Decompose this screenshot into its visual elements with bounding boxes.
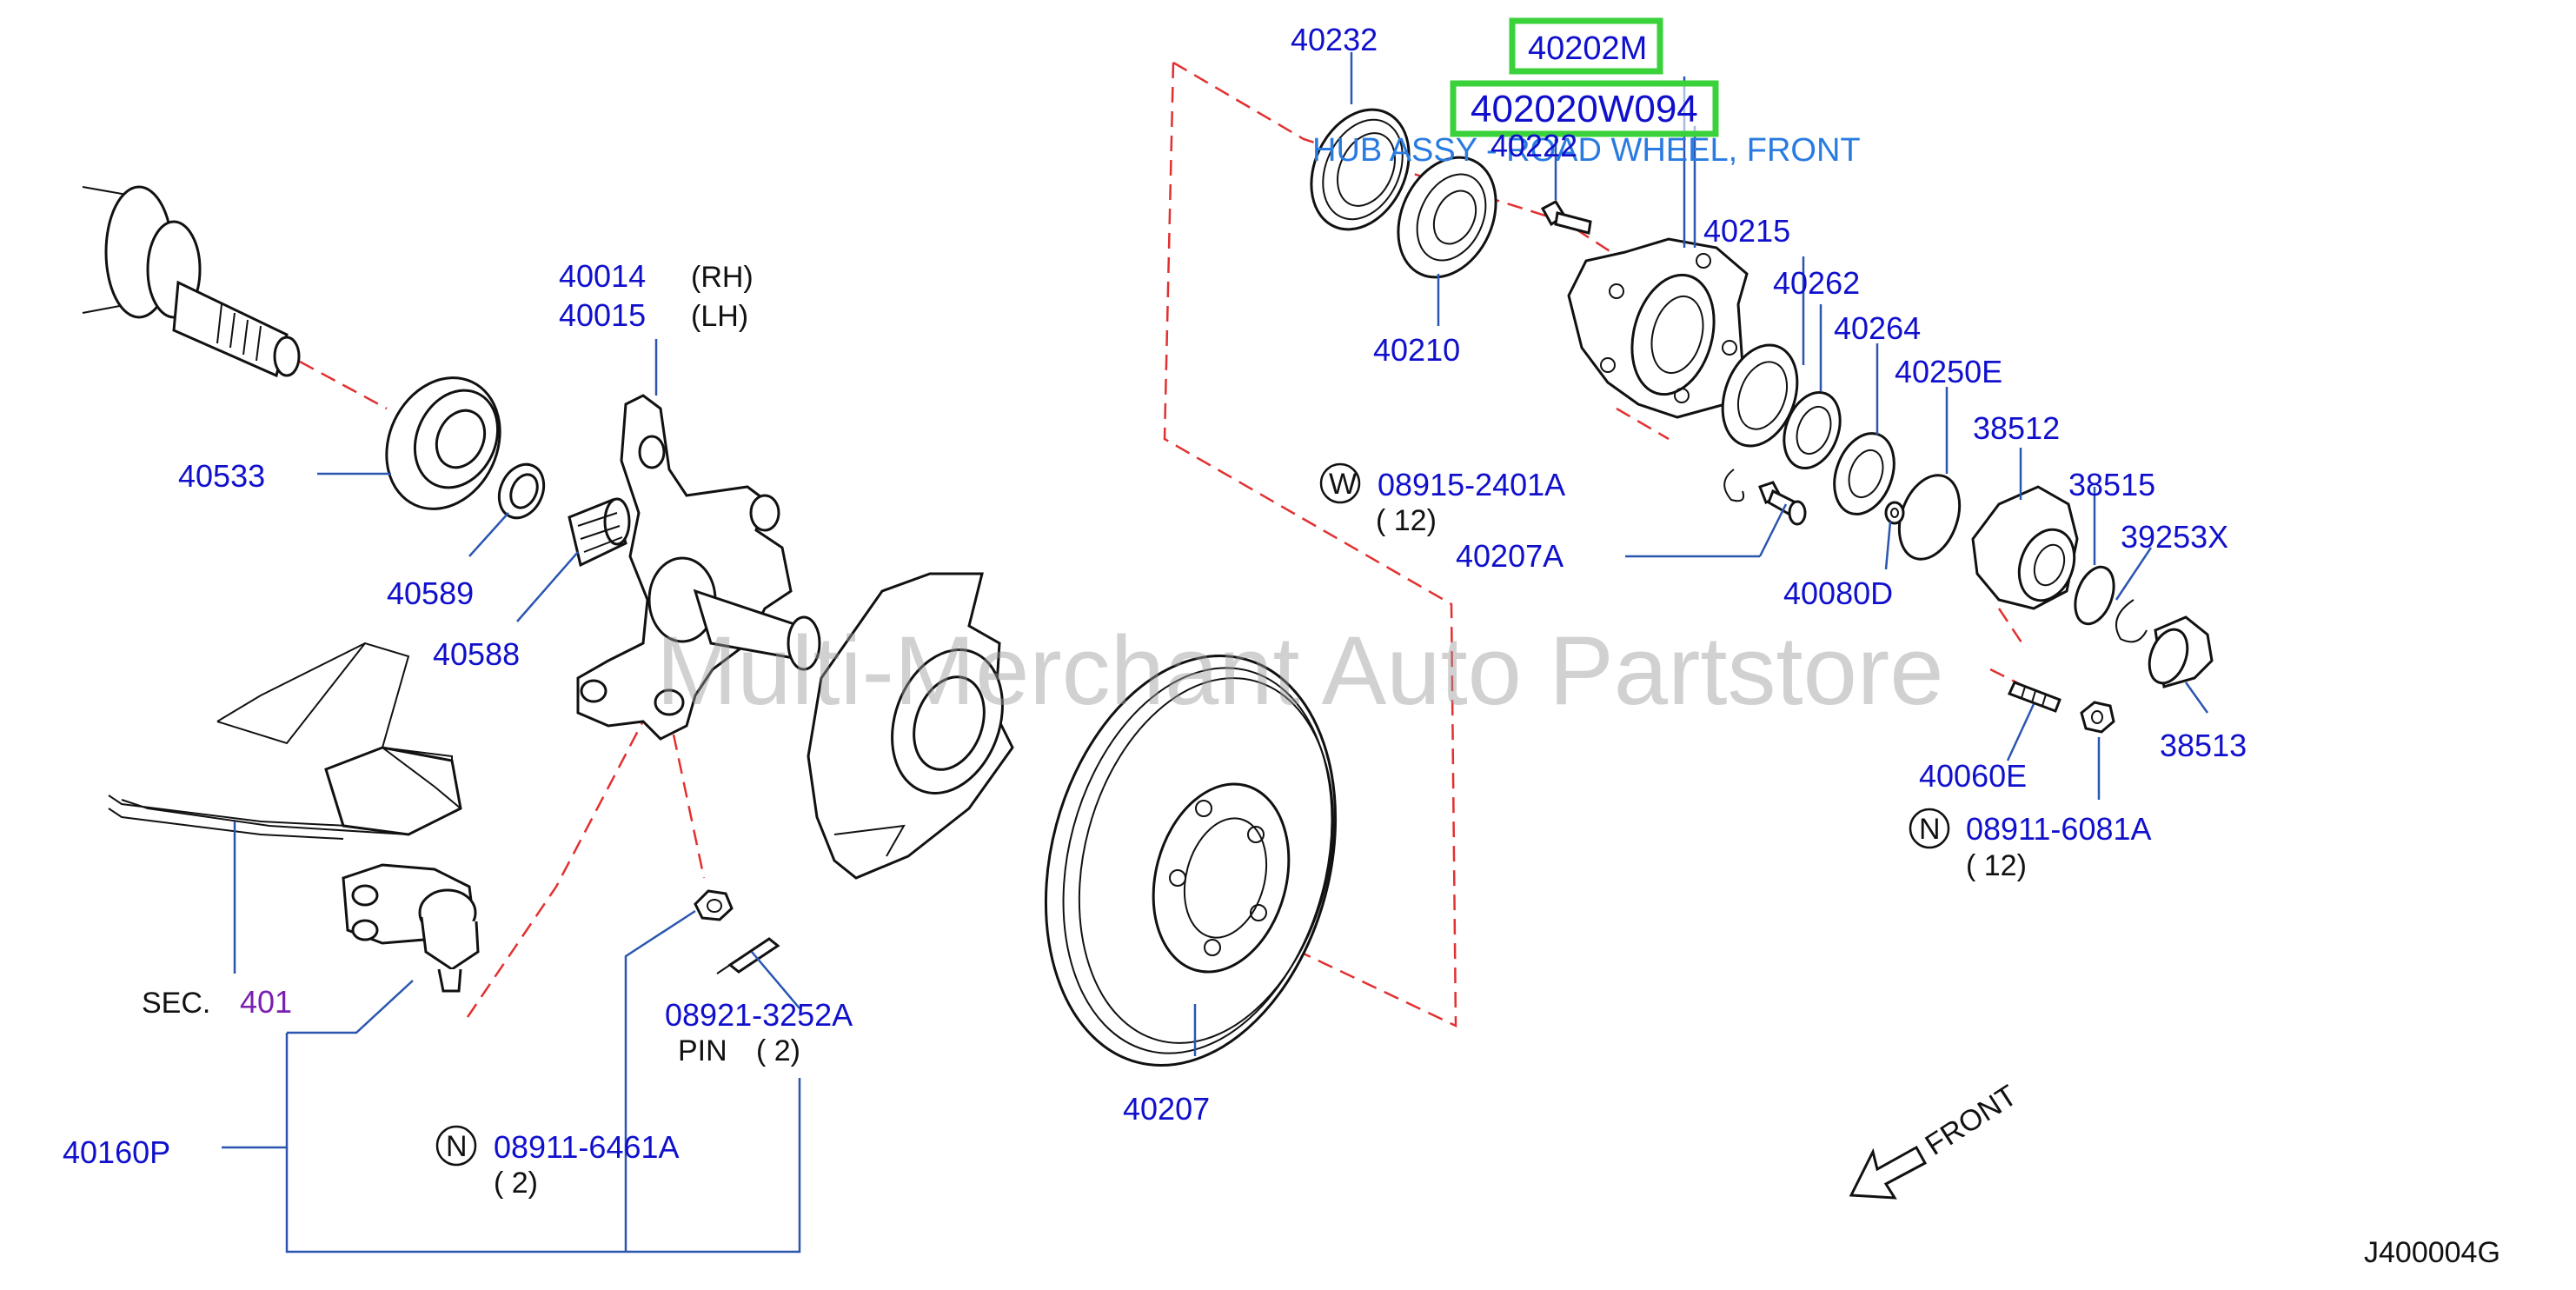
lower-arm — [108, 642, 462, 840]
drive-shaft — [82, 185, 301, 378]
pin-label: PIN — [678, 1034, 727, 1067]
steering-knuckle — [576, 394, 821, 741]
hub-bolt-40222 — [1540, 200, 1592, 235]
part-number-38515[interactable]: 38515 — [2068, 467, 2155, 502]
lh-label: (LH) — [691, 300, 748, 333]
part-number-39253x[interactable]: 39253X — [2121, 519, 2228, 555]
part-number-40222[interactable]: 40222 — [1490, 128, 1577, 163]
n-circle-icon: N — [1909, 808, 1950, 849]
part-number-402020w094[interactable]: 402020W094 — [1471, 88, 1698, 130]
part-number-40588[interactable]: 40588 — [433, 636, 520, 672]
part-number-40207[interactable]: 40207 — [1123, 1091, 1210, 1127]
svg-text:N: N — [446, 1130, 468, 1163]
part-number-40202m[interactable]: 40202M — [1528, 30, 1647, 67]
part-number-40250e[interactable]: 40250E — [1895, 354, 2002, 389]
quantity-2-b: ( 2) — [494, 1167, 538, 1200]
part-number-40060e[interactable]: 40060E — [1919, 758, 2027, 794]
n-circle-icon: N — [435, 1125, 477, 1167]
lock-washer-40264 — [1833, 432, 1895, 515]
svg-text:W: W — [1329, 468, 1357, 501]
washer-40262 — [1783, 390, 1842, 470]
quantity-12-a: ( 12) — [1376, 504, 1437, 537]
part-number-38513[interactable]: 38513 — [2160, 728, 2247, 763]
brake-rotor-40207 — [1044, 655, 1338, 1067]
part-number-40210[interactable]: 40210 — [1373, 332, 1460, 368]
part-number-40264[interactable]: 40264 — [1834, 310, 1921, 346]
wheel-nut-08911-6081a — [2080, 701, 2115, 734]
highlight-box-402020w094 — [1450, 80, 1719, 137]
rh-label: (RH) — [691, 261, 754, 294]
part-number-40589[interactable]: 40589 — [387, 575, 474, 611]
part-number-40232[interactable]: 40232 — [1291, 22, 1378, 57]
needle-bearing-40588 — [568, 497, 631, 568]
part-number-40080d[interactable]: 40080D — [1783, 575, 1893, 611]
part-number-08921-3252a[interactable]: 08921-3252A — [665, 997, 853, 1033]
leader-lines — [222, 52, 2209, 1253]
o-ring-38515 — [2074, 565, 2115, 626]
part-number-40207a[interactable]: 40207A — [1456, 538, 1564, 574]
bearing-40533 — [385, 376, 501, 510]
dust-shield — [807, 572, 1014, 880]
w-circle-icon: W — [1319, 462, 1361, 504]
part-number-40533[interactable]: 40533 — [178, 458, 265, 494]
cotter-pin — [716, 937, 780, 974]
part-number-40015[interactable]: 40015 — [559, 297, 646, 333]
part-number-08911-6081a[interactable]: 08911-6081A — [1966, 811, 2152, 847]
quantity-2-a: ( 2) — [756, 1034, 800, 1067]
ball-joint-40160p — [342, 863, 480, 993]
inner-bearing-40210 — [1397, 156, 1497, 279]
hub-assembly — [1567, 237, 1749, 419]
oil-seal-40232 — [1310, 108, 1411, 231]
part-number-38512[interactable]: 38512 — [1973, 410, 2060, 446]
seal-40589 — [497, 462, 546, 520]
quantity-12-b: ( 12) — [1966, 849, 2027, 882]
cap-38513 — [2148, 615, 2214, 688]
part-number-08911-6461a[interactable]: 08911-6461A — [494, 1129, 680, 1165]
watermark: Multi-Merchant Auto Partstore — [656, 616, 1943, 725]
highlight-box-40202m — [1509, 17, 1663, 75]
snap-ring — [1723, 469, 1745, 502]
svg-text:N: N — [1919, 813, 1941, 846]
diagram-code: J400004G — [2364, 1236, 2500, 1269]
part-number-40160p[interactable]: 40160P — [63, 1134, 170, 1170]
part-number-08915-2401a[interactable]: 08915-2401A — [1378, 467, 1565, 502]
part-number-40215[interactable]: 40215 — [1703, 213, 1790, 249]
part-number-40014[interactable]: 40014 — [559, 258, 646, 294]
section-reference-401[interactable]: 401 — [240, 984, 292, 1020]
hub-description: HUB ASSY - ROAD WHEEL, FRONT — [1312, 132, 1861, 169]
castle-nut — [694, 889, 734, 921]
outer-bearing-40215 — [1721, 343, 1799, 448]
free-wheel-hub-38512 — [1971, 485, 2079, 610]
snap-ring-39253x — [2115, 599, 2148, 643]
wheel-bolt-40207a — [1758, 481, 1807, 526]
part-number-40262[interactable]: 40262 — [1773, 265, 1860, 301]
front-arrow-icon — [1849, 1145, 1928, 1200]
stud-40060e — [2007, 681, 2061, 713]
section-label: SEC. — [142, 987, 210, 1020]
front-label: FRONT — [1920, 1079, 2023, 1162]
screw-40080d — [1884, 501, 1905, 525]
